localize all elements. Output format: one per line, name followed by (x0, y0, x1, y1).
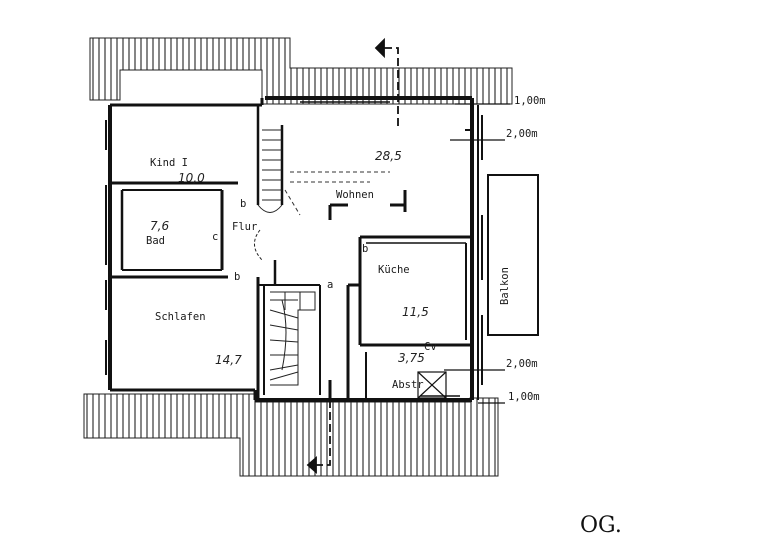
bad-area: 7,6 (150, 219, 169, 233)
interior-walls (110, 105, 472, 400)
marker-a: a (327, 279, 333, 291)
wohnen-area: 28,5 (375, 149, 402, 163)
kueche-label: Küche (378, 264, 410, 276)
roof-bottom (83, 393, 499, 477)
section-arrow-top (374, 37, 399, 130)
abstr-area: 3,75 (398, 351, 425, 365)
bad-label: Bad (146, 235, 165, 247)
stairs-lower (269, 291, 316, 386)
wohnen-label: Wohnen (336, 189, 374, 201)
marker-b2: b (234, 271, 240, 283)
schlafen-label: Schlafen (155, 311, 206, 323)
dim-top-1: 1,00m (514, 95, 546, 107)
dimension-lines (444, 103, 510, 404)
roof-top (89, 37, 513, 105)
section-arrow-bottom (306, 400, 331, 474)
balcony (487, 174, 539, 336)
balkon-label: Balkon (499, 267, 511, 305)
abstr-label: Abstr (392, 379, 424, 391)
schlafen-area: 14,7 (215, 353, 242, 367)
marker-b3: b (362, 243, 368, 255)
dim-top-2: 2,00m (506, 128, 538, 140)
abstr-box (417, 371, 447, 399)
marker-b1: b (240, 198, 246, 210)
stairs-upper (254, 129, 283, 261)
kind-area: 10,0 (178, 171, 205, 185)
dashed-lines (284, 171, 390, 216)
kind-label: Kind I (150, 157, 188, 169)
marker-c: c (212, 231, 218, 243)
dim-bottom-1: 1,00m (508, 391, 540, 403)
floor-label: OG. (580, 513, 622, 538)
dim-bottom-2: 2,00m (506, 358, 538, 370)
marker-cv: Cv (424, 341, 437, 353)
kueche-area: 11,5 (402, 305, 429, 319)
exterior-walls (105, 96, 483, 402)
flur-label: Flur (232, 221, 257, 233)
